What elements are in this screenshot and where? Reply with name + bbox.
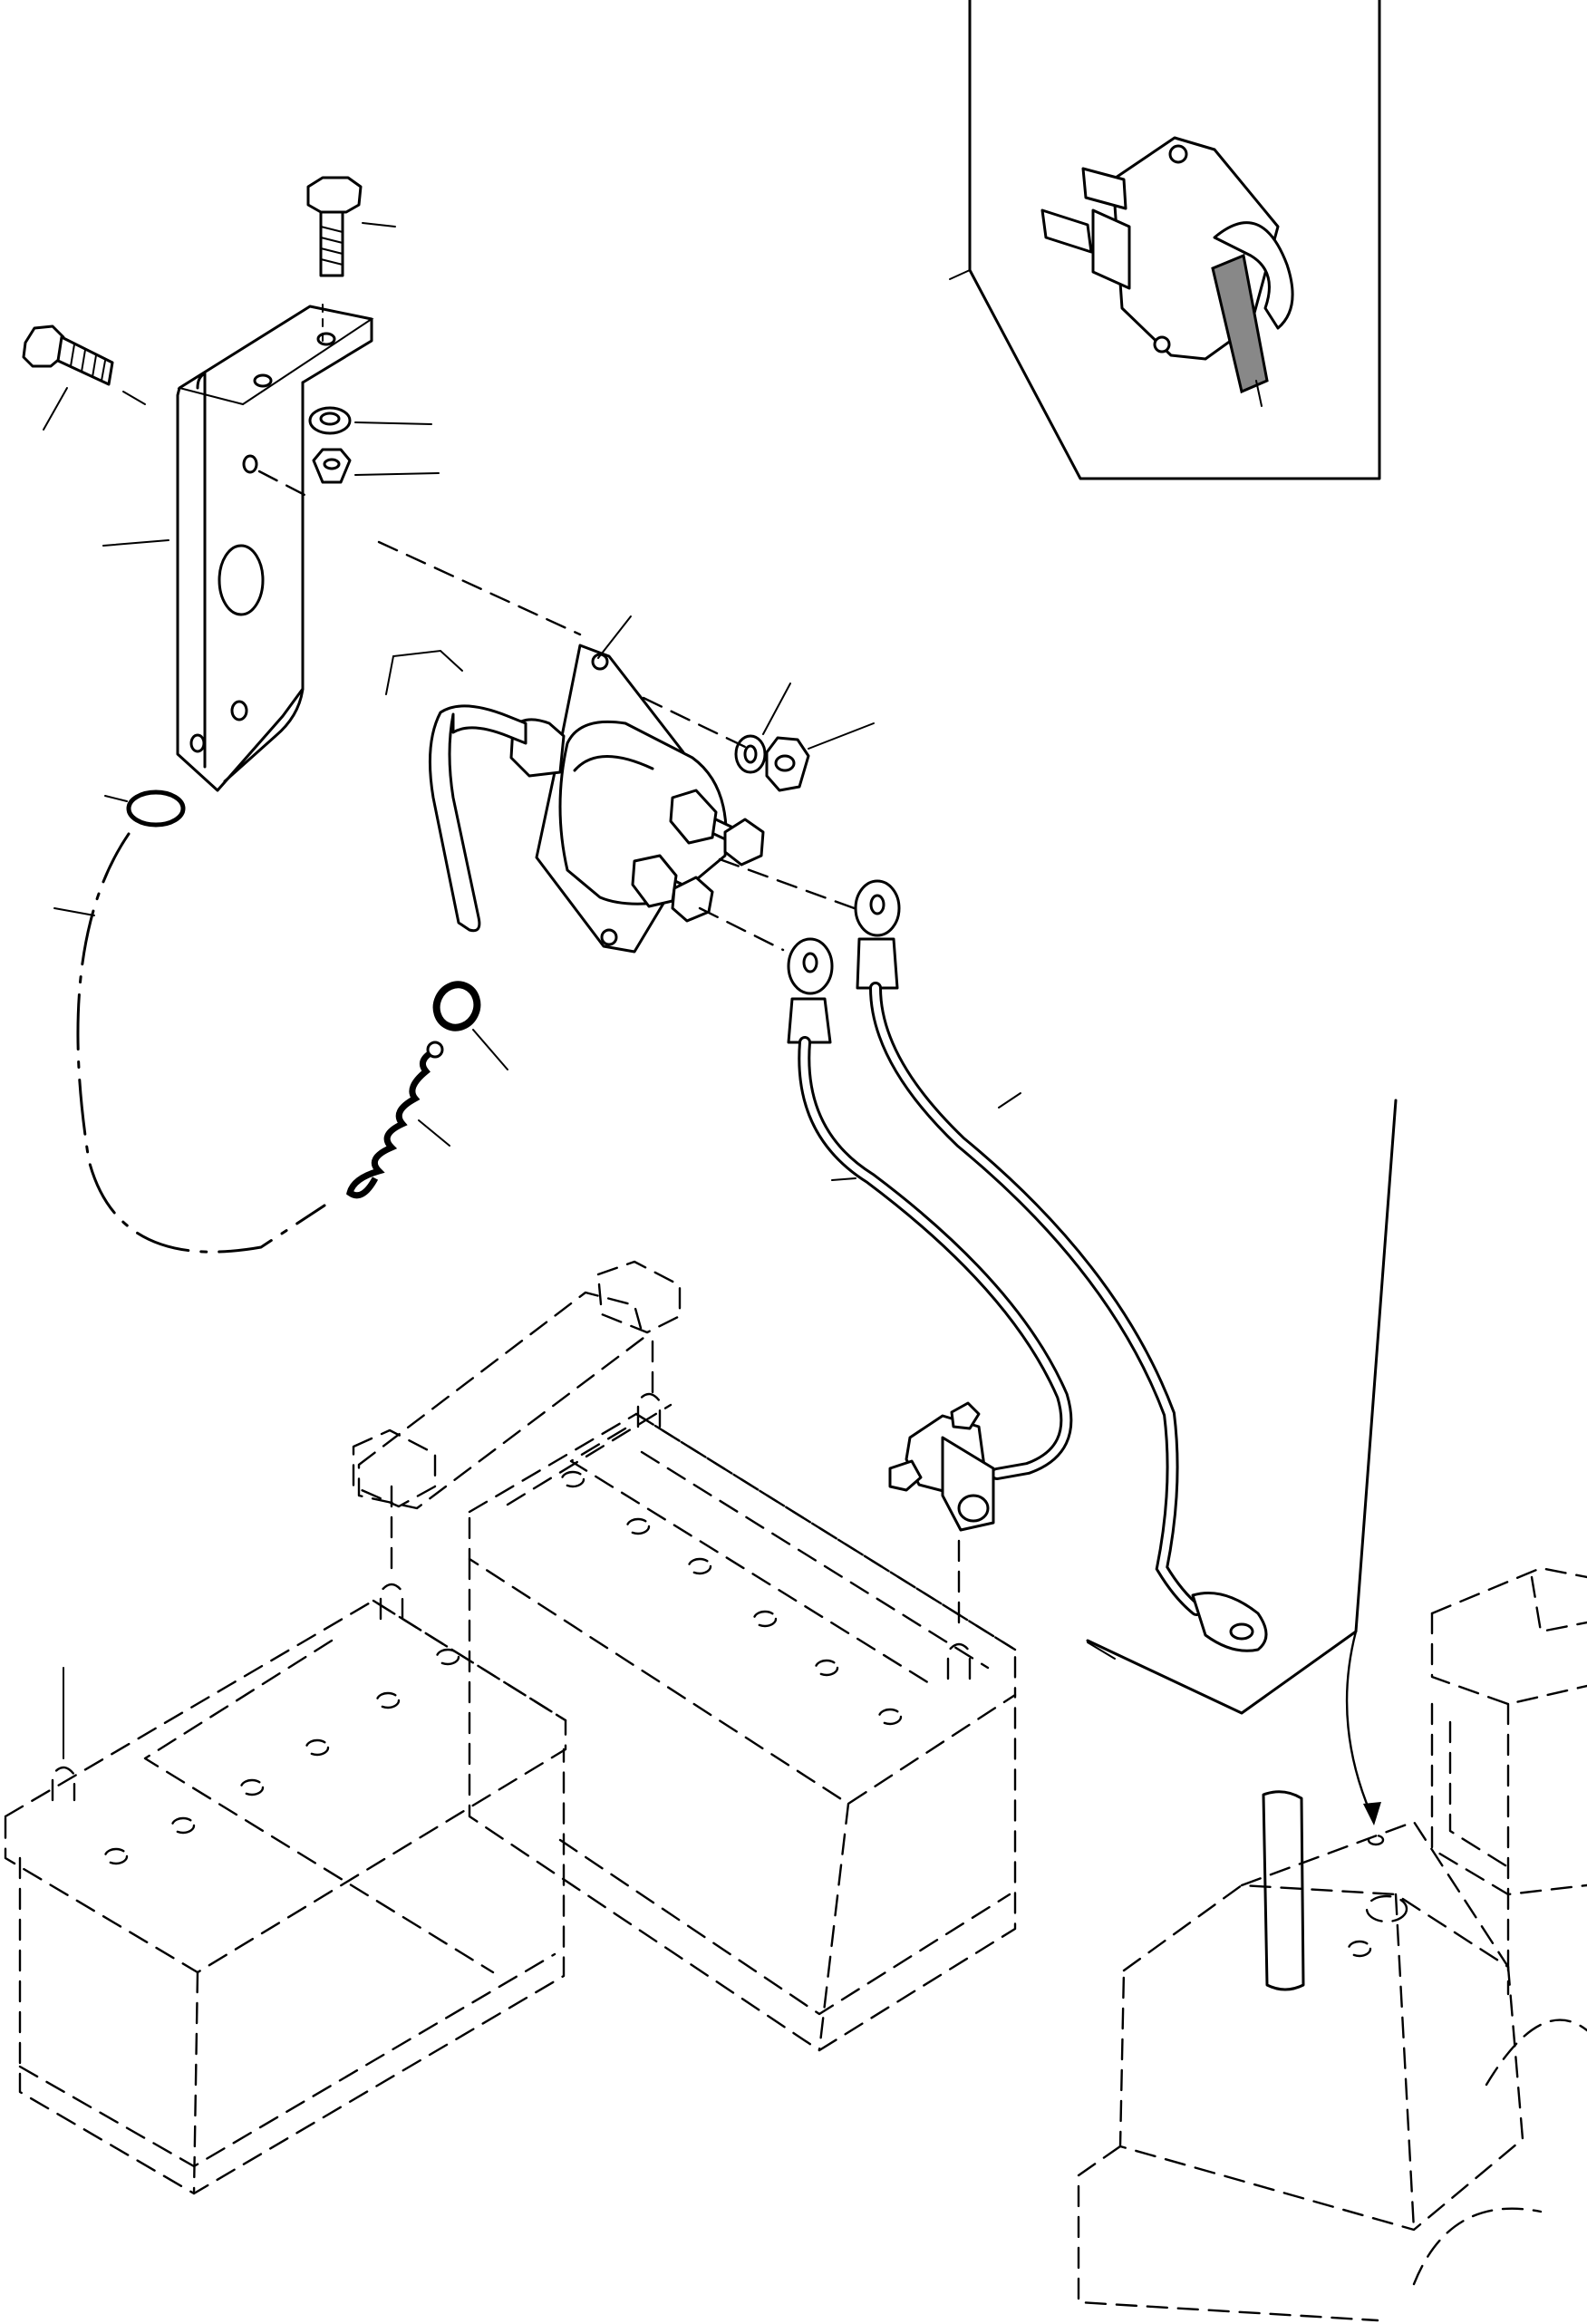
battery-cable-long (854, 879, 1268, 1652)
battery-isolator-switch (509, 615, 765, 954)
battery-right (468, 1392, 1017, 2052)
battery-link-strap (352, 1260, 682, 1510)
tractor-outline (1077, 1099, 1587, 2322)
battery-right-caps (560, 1470, 903, 1726)
battery-left (4, 1485, 567, 2195)
key-ring-lower (432, 981, 508, 1070)
switch-rear-nut (765, 722, 875, 792)
hex-nut (312, 448, 440, 484)
removable-key-handle (385, 649, 527, 933)
terminal-stud-upper-icon (669, 789, 765, 867)
key-chain (346, 1041, 450, 1199)
inset-detail-view (949, 0, 1381, 480)
key-ring (104, 789, 186, 828)
vertical-bolt-icon (306, 176, 396, 277)
battery-left-caps (103, 1648, 460, 1865)
washer (308, 406, 432, 435)
inset-isolator-switch-icon (1040, 136, 1294, 407)
mounting-bracket (102, 304, 374, 792)
battery-cable-short (787, 937, 1073, 1480)
horizontal-bolt-icon (22, 324, 146, 431)
battery-clamp (888, 1401, 995, 1532)
